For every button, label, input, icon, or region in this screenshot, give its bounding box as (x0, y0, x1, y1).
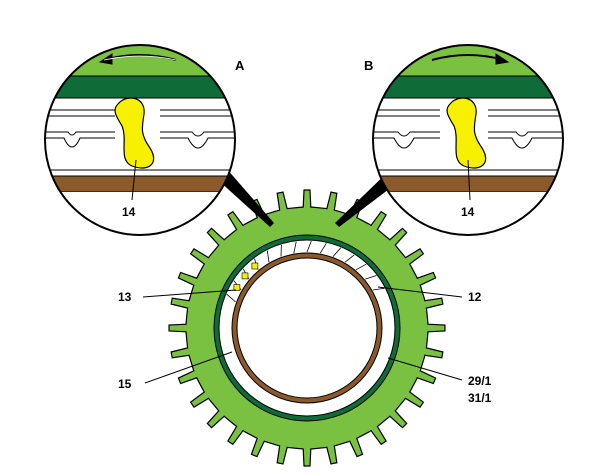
label-view-a: A (235, 58, 245, 73)
label-13: 13 (118, 290, 132, 304)
label-view-b: B (364, 58, 373, 73)
label-12: 12 (468, 290, 482, 304)
label-31-1: 31/1 (468, 391, 492, 405)
detail-view-a (40, 40, 240, 242)
label-14-right: 14 (461, 205, 475, 219)
sprag-highlight (252, 263, 258, 269)
sprag-highlight (242, 273, 248, 279)
inner-bore (237, 258, 377, 398)
gear-assembly (169, 190, 445, 466)
label-15: 15 (118, 377, 132, 391)
label-29-1: 29/1 (468, 374, 492, 388)
label-14-left: 14 (122, 205, 136, 219)
